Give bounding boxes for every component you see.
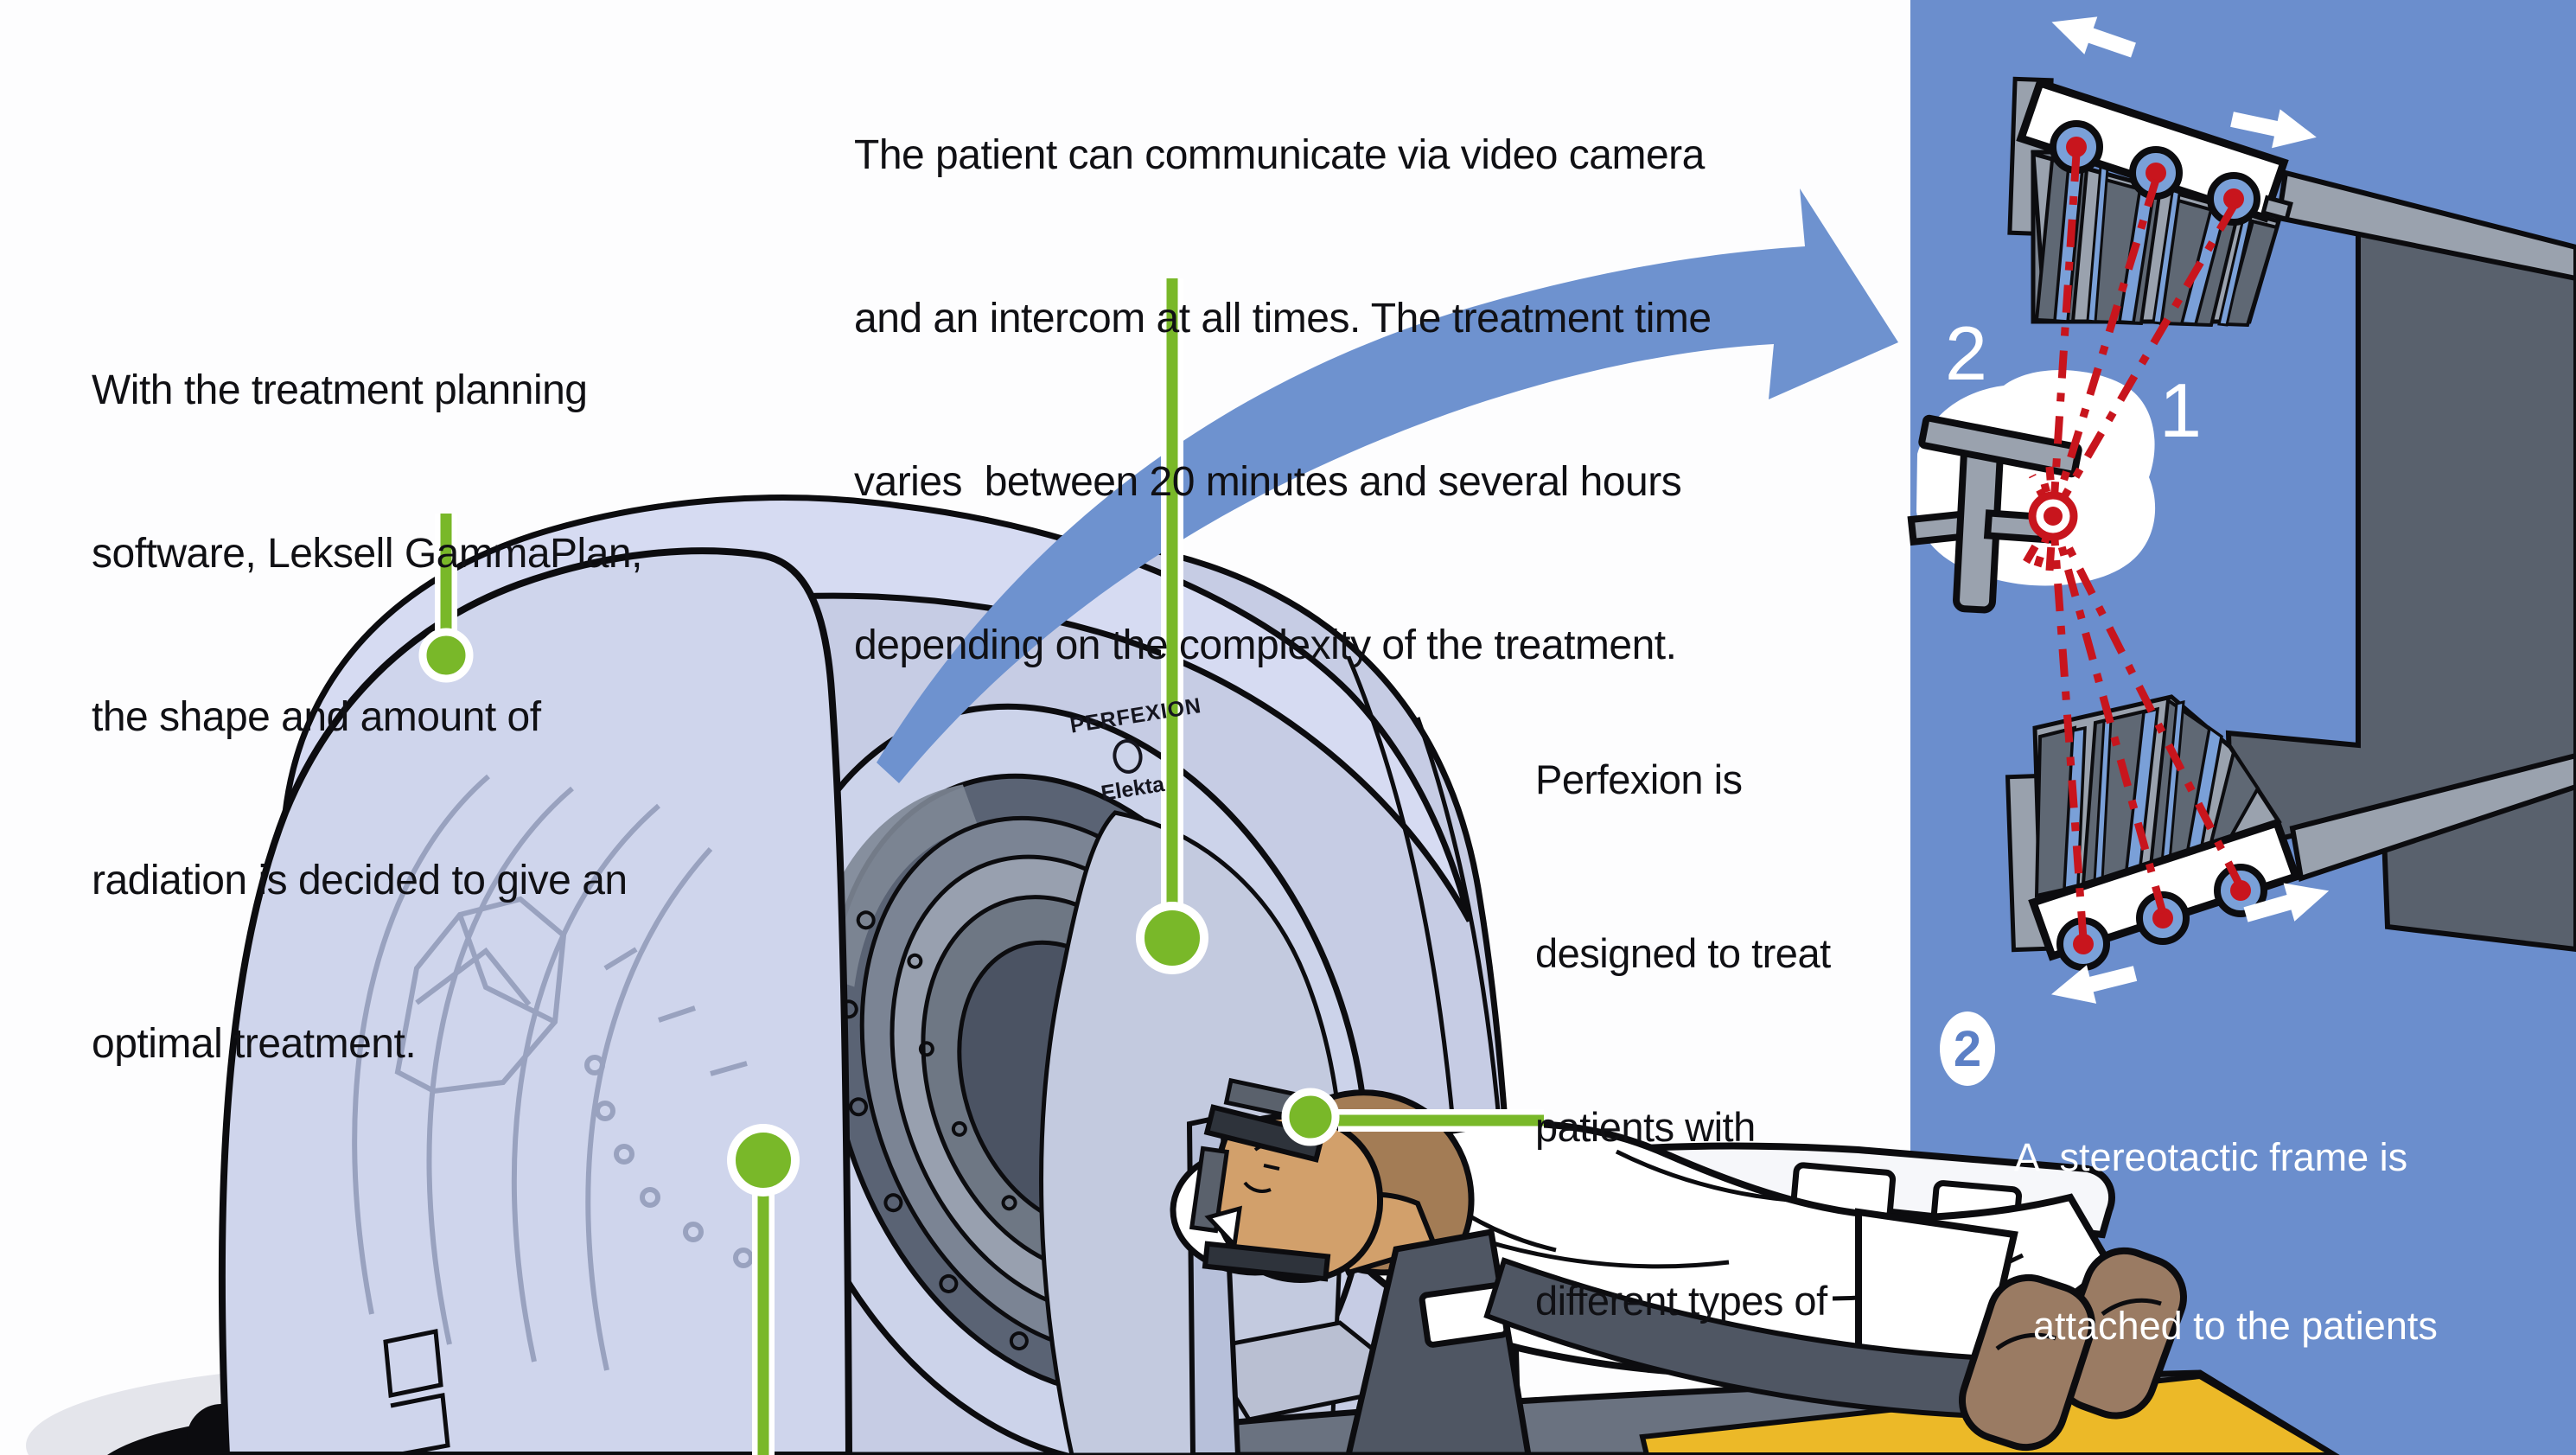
caption-line: depending on the complexity of the treat… (854, 622, 1677, 668)
caption-planning: With the treatment planning software, Le… (92, 254, 642, 1126)
stereotactic-frame (1203, 1104, 1326, 1163)
caption-line: varies between 20 minutes and several ho… (854, 459, 1682, 505)
caption-line: patients with (1535, 1104, 1756, 1150)
step-2-badge: 2 (1940, 1011, 1995, 1086)
target-icon (2028, 491, 2078, 541)
caption-frame-step: A stereotactic frame is attached to the … (1935, 1017, 2574, 1455)
caption-line: designed to treat (1535, 930, 1831, 976)
caption-line: and an intercom at all times. The treatm… (854, 296, 1712, 341)
patient-head (1189, 1077, 1475, 1283)
caption-line: radiation is decided to give an (92, 858, 628, 903)
caption-perfexion: Perfexion is designed to treat patients … (1535, 635, 1831, 1455)
radiation-source-icon (2056, 864, 2267, 971)
collimator-top-diagram (2007, 76, 2576, 328)
callouts (418, 278, 1544, 1455)
flow-arrow-icon (877, 188, 1898, 783)
caption-communication: The patient can communicate via video ca… (854, 19, 1712, 727)
stereotactic-frame (1202, 1241, 1331, 1282)
caption-line: different types of (1535, 1278, 1827, 1324)
motion-arrow-icon (2230, 109, 2317, 149)
bore-bolts (838, 910, 1029, 1351)
step-2-number: 2 (1953, 1020, 1982, 1077)
stereotactic-frame (1189, 1145, 1230, 1234)
motion-arrow-icon (2050, 965, 2138, 1004)
caption-line: the shape and amount of (92, 694, 541, 740)
machine-label: PERFEXION Elekta (1068, 693, 1203, 809)
caption-line: A stereotactic frame is (2014, 1135, 2408, 1179)
collimator-bottom-diagram (2005, 694, 2576, 971)
callout-dot (418, 628, 1340, 1197)
blue-side-panel (1907, 0, 2576, 1455)
motion-arrow-icon (2051, 16, 2136, 58)
frame-bar (1918, 414, 2082, 478)
caption-line: brain disorders, (1535, 1445, 1831, 1455)
patient-shoes (1958, 1247, 2187, 1452)
caption-line: Perfexion is (1535, 756, 1743, 802)
caption-line: software, Leksell GammaPlan, (92, 531, 642, 577)
patient-couch (1170, 1077, 2340, 1455)
elekta-logo-icon (1110, 737, 1145, 776)
internal-sketch (352, 774, 754, 1371)
caption-line: attached to the patients (2033, 1304, 2438, 1348)
diagram-label-frame: 2 (1945, 310, 1987, 396)
caption-line: The patient can communicate via video ca… (854, 132, 1705, 178)
caption-line: With the treatment planning (92, 367, 588, 413)
motion-arrow-icon (2243, 883, 2330, 922)
caption-line: optimal treatment. (92, 1021, 417, 1067)
diagram-label-collimator: 1 (2159, 367, 2202, 453)
